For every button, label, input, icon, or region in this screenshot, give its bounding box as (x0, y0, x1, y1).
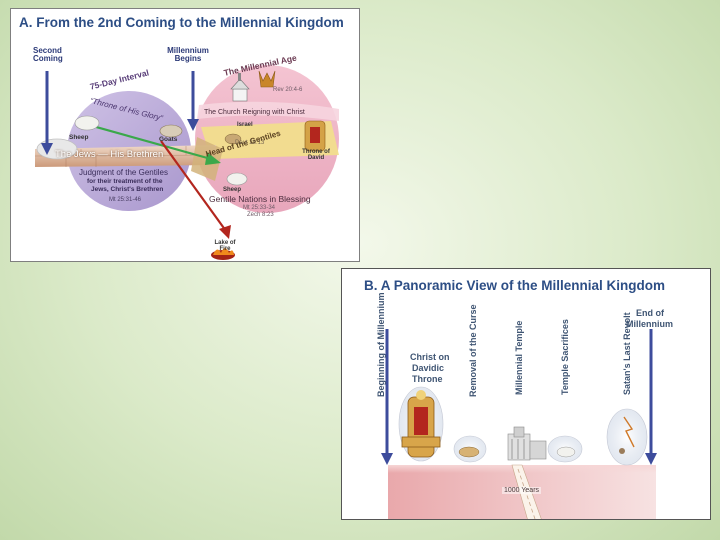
label-christ-throne-1: Christ on (410, 352, 450, 362)
panel-a-title: A. From the 2nd Coming to the Millennial… (19, 15, 344, 30)
panel-b-illustration (381, 329, 657, 519)
label-millennial-temple: Millennial Temple (514, 320, 524, 395)
label-gentile-nations: Gentile Nations in Blessing (209, 194, 311, 204)
ref-mt-25-33: Mt 25:33-34 (243, 205, 276, 211)
panel-a-2nd-coming-diagram: A. From the 2nd Coming to the Millennial… (10, 8, 360, 262)
label-1000-years: 1000 Years (502, 487, 542, 495)
label-second-coming: Second Coming (33, 46, 63, 64)
church-band (197, 101, 339, 121)
label-judgment-sub1: for their treatment of the (87, 178, 163, 185)
label-sheep-2: Sheep (223, 187, 242, 193)
label-christ-throne-2: Davidic (412, 363, 445, 373)
ref-zech: Zech 8:23 (247, 212, 274, 218)
label-beginning-millennium: Beginning of Millennium (376, 292, 386, 398)
crown-icon (258, 70, 276, 88)
fire-from-heaven-icon (623, 416, 635, 448)
label-lake-of-fire: Lake of Fire (214, 240, 236, 253)
label-judgment-gentiles: Judgment of the Gentiles (79, 168, 168, 177)
ref-rev-20: Rev 20:4-6 (273, 87, 303, 93)
goat-icon (159, 124, 183, 138)
label-end-millennium-2: Millennium (626, 319, 673, 329)
lamb-lion-icon (458, 446, 480, 458)
ref-deut: Deut 28:13 (235, 140, 265, 146)
sheep-icon-2 (226, 172, 248, 186)
panel-b-panoramic-diagram: B. A Panoramic View of the Millennial Ki… (341, 268, 711, 520)
label-removal-curse: Removal of the Curse (468, 304, 478, 397)
sheep-icon (74, 115, 100, 131)
israel-figure-icon (224, 133, 242, 145)
label-goats: Goats (159, 136, 178, 143)
label-throne-of-david: Throne of David (302, 149, 330, 162)
label-millennium-begins: Millennium Begins (167, 46, 209, 64)
label-jews-brethren: The Jews — His Brethren (55, 149, 164, 160)
label-end-millennium-1: End of (636, 308, 664, 318)
revolt-bubble (606, 408, 648, 466)
label-israel: Israel (237, 122, 253, 128)
label-temple-sacrifices: Temple Sacrifices (560, 319, 570, 395)
panel-a-illustration (34, 65, 339, 260)
lake-of-fire-icon (211, 248, 235, 260)
israel-band (201, 121, 339, 159)
millennial-temple-icon (507, 426, 547, 461)
panel-b-title: B. A Panoramic View of the Millennial Ki… (364, 278, 666, 293)
label-judgment-sub2: Jews, Christ's Brethren (91, 186, 164, 193)
church-icon (230, 73, 250, 102)
ref-mt-25-31: Mt 25:31-46 (109, 197, 142, 203)
davidic-throne-icon (401, 390, 441, 458)
jews-brethren-strip (35, 145, 216, 167)
label-sheep: Sheep (69, 134, 89, 141)
sacrificial-lamb-icon (556, 446, 576, 458)
label-church-reigning: The Church Reigning with Christ (204, 109, 305, 116)
throne-of-david-icon (304, 120, 326, 152)
label-christ-throne-3: Throne (412, 374, 443, 384)
